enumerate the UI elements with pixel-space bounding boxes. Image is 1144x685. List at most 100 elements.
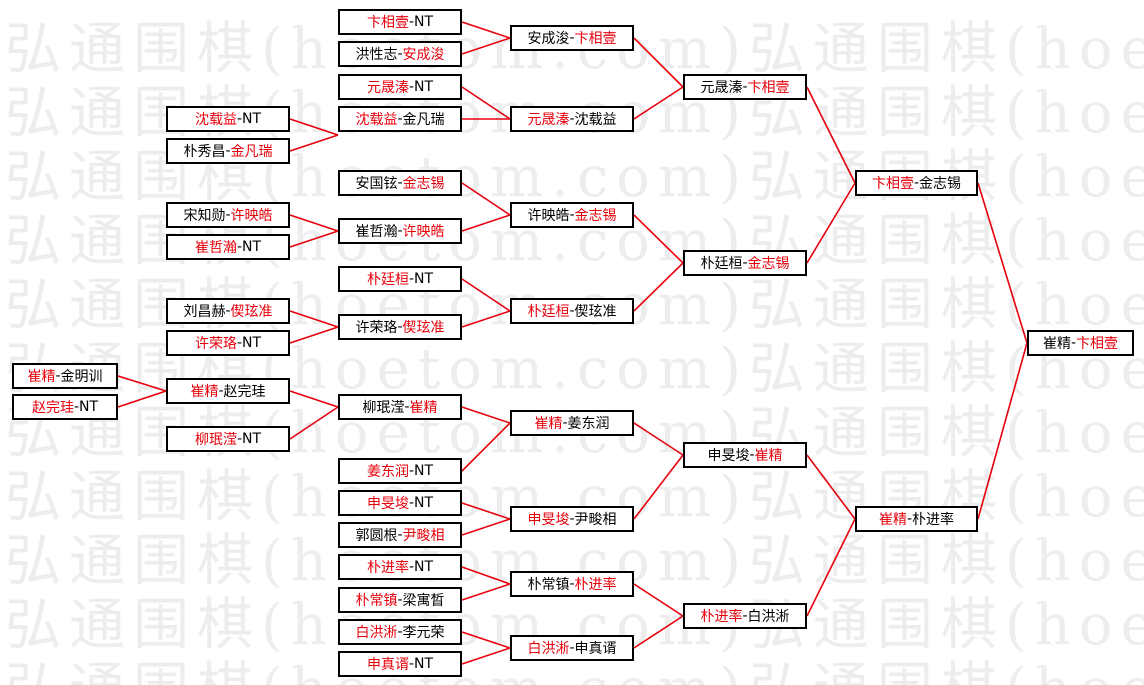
connector-line xyxy=(806,518,856,617)
player-b: 安成浚 xyxy=(402,47,445,63)
player-b: NT xyxy=(242,239,262,255)
match-separator: - xyxy=(569,30,575,46)
connector-line xyxy=(461,214,511,232)
match-separator: - xyxy=(397,111,403,127)
match-box: 赵完珪-NT xyxy=(12,394,118,420)
player-a: 申旻埈 xyxy=(707,448,750,464)
match-box: 刘昌赫-偰玹准 xyxy=(166,298,290,324)
match-box: 朴廷桓-NT xyxy=(338,266,462,292)
connector-line xyxy=(461,631,511,649)
player-a: 许映皓 xyxy=(527,208,570,224)
match-box: 安国铉-金志锡 xyxy=(338,170,462,196)
match-separator: - xyxy=(225,207,231,223)
player-b: 偰玹准 xyxy=(574,304,617,320)
match-box: 朴常镇-梁寓晳 xyxy=(338,587,462,613)
match-separator: - xyxy=(408,559,415,575)
match-box: 朴常镇-朴进率 xyxy=(510,571,634,597)
player-b: 崔精 xyxy=(409,400,438,416)
player-a: 元晟溱 xyxy=(366,80,409,96)
player-b: 朴进率 xyxy=(912,512,955,528)
match-box: 郭圆根-尹畯相 xyxy=(338,522,462,548)
match-box: 白洪淅-李元荣 xyxy=(338,619,462,645)
match-box: 朴秀昌-金凡瑞 xyxy=(166,138,290,164)
player-a: 申旻埈 xyxy=(527,512,570,528)
connector-line xyxy=(289,134,339,152)
match-box: 许映皓-金志锡 xyxy=(510,202,634,228)
connector-line xyxy=(977,182,1028,344)
match-separator: - xyxy=(225,143,231,159)
match-separator: - xyxy=(73,399,80,415)
match-box: 许荣珞-NT xyxy=(166,330,290,356)
final-match-box: 崔精-卞相壹 xyxy=(1027,330,1134,356)
match-box: 崔精-赵完珪 xyxy=(166,378,290,404)
player-a: 宋知勋 xyxy=(183,208,226,224)
connector-line xyxy=(633,262,684,312)
connector-line xyxy=(461,21,511,39)
match-box: 崔哲瀚-NT xyxy=(166,234,290,260)
connector-line xyxy=(461,518,511,536)
player-a: 申旻埈 xyxy=(366,496,409,512)
connector-line xyxy=(461,583,511,601)
player-a: 崔精 xyxy=(534,416,563,432)
match-separator: - xyxy=(906,511,913,527)
player-b: 尹畯相 xyxy=(574,512,617,528)
match-box: 元晟溱-NT xyxy=(338,74,462,100)
connector-line xyxy=(461,182,511,216)
match-separator: - xyxy=(236,111,243,127)
player-b: NT xyxy=(242,111,262,127)
player-a: 崔哲瀚 xyxy=(194,240,237,256)
player-b: NT xyxy=(414,463,434,479)
player-b: NT xyxy=(79,399,99,415)
player-a: 柳珉滢 xyxy=(194,432,237,448)
connector-line xyxy=(461,406,511,424)
match-separator: - xyxy=(404,399,410,415)
player-b: 卞相壹 xyxy=(574,31,617,47)
player-a: 朴廷桓 xyxy=(366,272,409,288)
connector-line xyxy=(461,566,511,585)
connector-line xyxy=(461,310,511,328)
match-box: 洪性志-安成浚 xyxy=(338,41,462,67)
player-a: 白洪淅 xyxy=(355,625,398,641)
match-box: 姜东润-NT xyxy=(338,458,462,484)
match-separator: - xyxy=(408,14,415,30)
player-b: 金志锡 xyxy=(402,176,445,192)
player-a: 沈载益 xyxy=(355,112,398,128)
player-a: 洪性志 xyxy=(355,47,398,63)
player-b: NT xyxy=(242,431,262,447)
match-box: 朴进率-白洪淅 xyxy=(683,603,807,629)
match-separator: - xyxy=(408,656,415,672)
player-a: 白洪淅 xyxy=(527,641,570,657)
connector-line xyxy=(633,615,684,649)
player-a: 郭圆根 xyxy=(355,528,398,544)
connector-line xyxy=(117,390,167,408)
connector-line xyxy=(977,342,1028,520)
player-b: NT xyxy=(242,335,262,351)
match-separator: - xyxy=(397,624,403,640)
player-b: 沈载益 xyxy=(574,112,617,128)
connector-line xyxy=(633,214,684,264)
match-separator: - xyxy=(569,640,575,656)
connector-line xyxy=(461,502,511,520)
match-separator: - xyxy=(397,592,403,608)
connector-line xyxy=(289,214,339,232)
player-b: 赵完珪 xyxy=(223,384,266,400)
match-box: 朴廷桓-偰玹准 xyxy=(510,298,634,324)
player-a: 柳珉滢 xyxy=(362,400,405,416)
match-separator: - xyxy=(218,383,224,399)
match-box: 沈载益-NT xyxy=(166,106,290,132)
match-separator: - xyxy=(225,303,231,319)
match-box: 沈载益-金凡瑞 xyxy=(338,106,462,132)
match-separator: - xyxy=(236,335,243,351)
player-a: 朴进率 xyxy=(366,560,409,576)
match-box: 崔精-朴进率 xyxy=(855,506,978,532)
player-a: 许荣珞 xyxy=(355,320,398,336)
player-b: NT xyxy=(414,271,434,287)
player-b: 金凡瑞 xyxy=(402,112,445,128)
match-separator: - xyxy=(236,239,243,255)
match-box: 崔精-金明训 xyxy=(12,363,118,389)
match-box: 柳珉滢-崔精 xyxy=(338,394,462,420)
player-b: 白洪淅 xyxy=(747,609,790,625)
player-b: 李元荣 xyxy=(402,625,445,641)
player-a: 沈载益 xyxy=(194,112,237,128)
match-separator: - xyxy=(913,175,920,191)
